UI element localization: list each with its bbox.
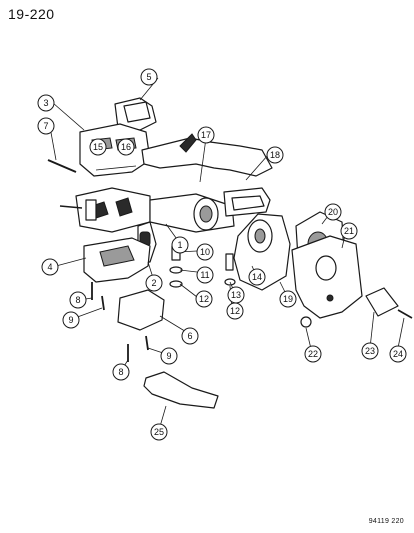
callout-8: 8 — [112, 363, 130, 381]
callout-12: 12 — [226, 302, 244, 320]
svg-text:12: 12 — [230, 306, 240, 316]
callout-1: 1 — [171, 236, 189, 254]
svg-text:15: 15 — [93, 142, 103, 152]
drawing-code: 94119 220 — [368, 518, 404, 525]
callout-25: 25 — [150, 423, 168, 441]
svg-text:12: 12 — [199, 294, 209, 304]
part-upper-cover — [114, 97, 157, 131]
svg-text:19: 19 — [283, 294, 293, 304]
svg-text:21: 21 — [344, 226, 354, 236]
part-trim-bracket — [143, 371, 219, 409]
part-dust-boot — [233, 213, 291, 291]
svg-text:14: 14 — [252, 272, 262, 282]
svg-text:22: 22 — [308, 349, 318, 359]
part-screws — [91, 282, 149, 362]
callout-22: 22 — [304, 345, 322, 363]
svg-text:4: 4 — [47, 262, 52, 272]
callout-14: 14 — [248, 268, 266, 286]
svg-text:10: 10 — [200, 247, 210, 257]
part-column-assembly — [59, 187, 271, 233]
callout-6: 6 — [181, 327, 199, 345]
callout-11: 11 — [196, 266, 214, 284]
callout-5: 5 — [140, 68, 158, 86]
part-nut — [300, 316, 312, 328]
callout-9: 9 — [160, 347, 178, 365]
svg-text:20: 20 — [328, 207, 338, 217]
part-bolt-stack — [169, 245, 236, 288]
svg-text:17: 17 — [201, 130, 211, 140]
callout-8: 8 — [69, 291, 87, 309]
page-number: 19-220 — [8, 6, 55, 22]
callout-7: 7 — [37, 117, 55, 135]
part-long-screw — [47, 159, 77, 173]
callout-24: 24 — [389, 345, 407, 363]
callout-17: 17 — [197, 126, 215, 144]
callout-2: 2 — [145, 274, 163, 292]
svg-text:3: 3 — [43, 98, 48, 108]
svg-text:5: 5 — [146, 72, 151, 82]
callout-18: 18 — [266, 146, 284, 164]
svg-text:9: 9 — [166, 351, 171, 361]
part-mounting-plate — [291, 235, 363, 319]
svg-text:7: 7 — [43, 121, 48, 131]
callout-10: 10 — [196, 243, 214, 261]
callout-4: 4 — [41, 258, 59, 276]
part-lower-shroud — [83, 237, 151, 283]
part-sleeve — [365, 287, 413, 319]
svg-text:16: 16 — [121, 142, 131, 152]
callout-9: 9 — [62, 311, 80, 329]
svg-text:8: 8 — [75, 295, 80, 305]
callout-23: 23 — [361, 342, 379, 360]
svg-text:2: 2 — [151, 278, 156, 288]
svg-text:9: 9 — [68, 315, 73, 325]
callout-13: 13 — [227, 286, 245, 304]
callout-21: 21 — [340, 222, 358, 240]
svg-text:13: 13 — [231, 290, 241, 300]
callout-3: 3 — [37, 94, 55, 112]
part-lower-bracket — [117, 289, 165, 331]
svg-text:25: 25 — [154, 427, 164, 437]
svg-text:24: 24 — [393, 349, 403, 359]
svg-text:1: 1 — [177, 240, 182, 250]
svg-text:23: 23 — [365, 346, 375, 356]
callout-19: 19 — [279, 290, 297, 308]
callout-12: 12 — [195, 290, 213, 308]
svg-text:18: 18 — [270, 150, 280, 160]
svg-text:8: 8 — [118, 367, 123, 377]
callout-20: 20 — [324, 203, 342, 221]
callout-16: 16 — [117, 138, 135, 156]
svg-text:6: 6 — [187, 331, 192, 341]
callout-15: 15 — [89, 138, 107, 156]
svg-text:11: 11 — [200, 270, 209, 280]
